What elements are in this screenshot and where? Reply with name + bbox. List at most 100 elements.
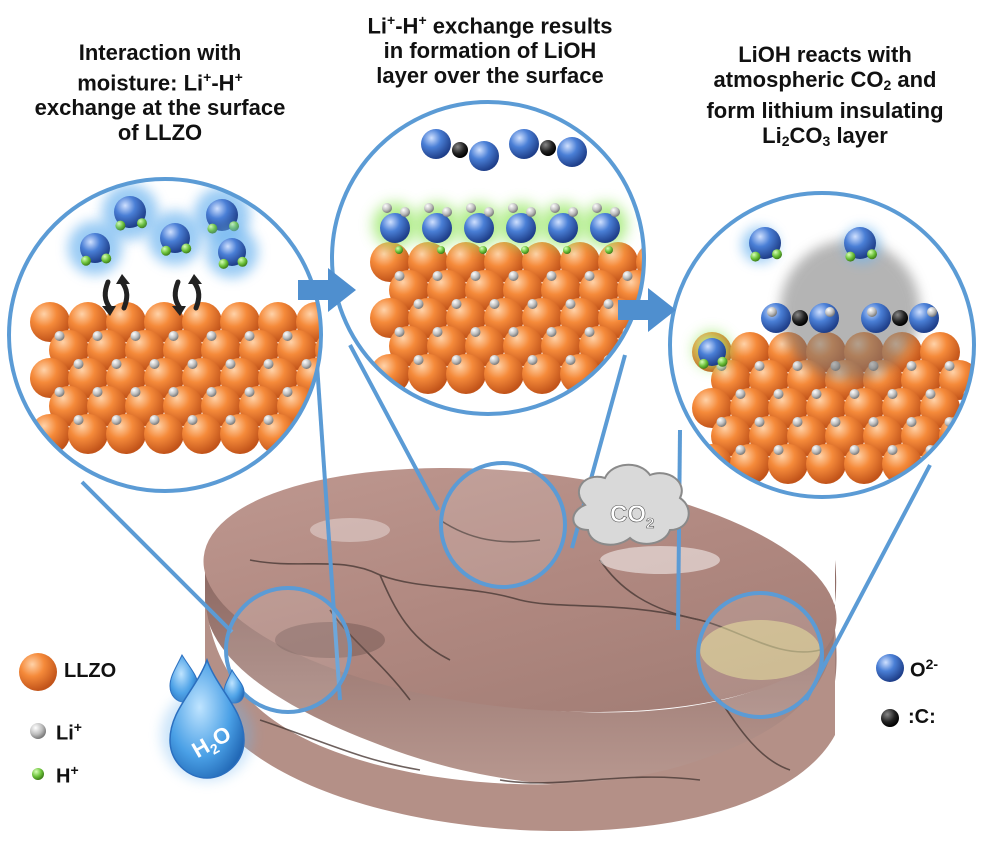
oxygen-atom	[380, 213, 410, 243]
li-ion	[849, 389, 860, 399]
li-ion	[168, 331, 179, 341]
hydrogen-atom	[717, 356, 728, 367]
t: CO	[789, 123, 823, 148]
li-ion	[792, 361, 803, 371]
li-ion	[792, 417, 803, 427]
t: H	[56, 765, 71, 788]
hydrogen-atom	[237, 256, 248, 267]
hydrogen-atom	[161, 245, 171, 256]
li-ion	[111, 415, 122, 425]
legend-h-label: H+	[56, 762, 79, 789]
arrow-step1-to-step2	[298, 268, 356, 312]
oxygen-atom	[548, 213, 578, 243]
li-ion	[225, 359, 236, 369]
li-ion	[466, 203, 476, 213]
li-ion	[187, 359, 198, 369]
li-ion	[825, 307, 835, 317]
t: 3	[822, 133, 831, 149]
t: 2	[883, 77, 892, 93]
li-ion	[661, 271, 671, 281]
li-ion	[301, 415, 312, 425]
li-ion	[111, 359, 122, 369]
li-ion	[944, 361, 955, 371]
li-ion	[149, 415, 160, 425]
t: +	[203, 69, 212, 85]
li-ion	[868, 417, 879, 427]
li-ion	[263, 359, 274, 369]
hydrogen-atom	[181, 243, 192, 254]
hydrogen-atom	[521, 246, 529, 254]
svg-text:CO2: CO2	[610, 501, 654, 532]
t: +	[234, 69, 243, 85]
li-ion	[92, 331, 103, 341]
li-ion	[206, 331, 217, 341]
hydrogen-atom	[845, 251, 856, 262]
llzo-atom	[296, 302, 321, 342]
zoom-circle-1	[7, 177, 323, 493]
li-ion	[773, 389, 784, 399]
legend-h-icon	[32, 768, 44, 780]
li-ion	[54, 331, 65, 341]
li-ion	[282, 387, 293, 397]
t: LLZO	[64, 660, 117, 682]
zoom-circle-2	[330, 100, 646, 416]
t: Li	[762, 123, 782, 148]
t: Li	[367, 13, 388, 39]
li-ion	[508, 327, 519, 337]
zoom-circle-2-atoms	[370, 129, 671, 394]
li-ion	[849, 445, 860, 455]
li-ion	[73, 415, 84, 425]
li-ion	[432, 271, 443, 281]
legend-c-label: :C:	[908, 706, 936, 729]
li-ion	[451, 355, 462, 365]
llzo-atom	[296, 414, 321, 454]
legend-li-label: Li+	[56, 719, 82, 746]
oxygen-atom	[844, 227, 876, 259]
t: 2	[781, 133, 790, 149]
li-ion	[432, 327, 443, 337]
li-ion	[773, 445, 784, 455]
oxygen-atom	[749, 227, 781, 259]
li-ion	[767, 307, 777, 317]
li-ion	[225, 415, 236, 425]
hydrogen-atom	[750, 251, 761, 262]
li-ion	[584, 271, 595, 281]
legend-atoms	[19, 653, 904, 780]
t: Li	[56, 722, 74, 745]
oxygen-atom	[557, 137, 587, 167]
oxygen-atom	[114, 196, 146, 228]
li-ion	[735, 389, 746, 399]
oxygen-atom	[809, 303, 839, 333]
t: exchange results	[426, 13, 613, 39]
li-ion	[442, 207, 452, 217]
li-ion	[546, 327, 557, 337]
co2-cloud-label: CO	[610, 501, 646, 528]
li-ion	[927, 307, 937, 317]
caption-step1-line3: exchange at the surface	[34, 95, 286, 121]
t: layer	[830, 123, 888, 148]
li-ion	[550, 203, 560, 213]
oxygen-atom	[469, 141, 499, 171]
t: and	[891, 67, 937, 92]
zoom-spot-3	[696, 591, 824, 719]
li-ion	[592, 203, 602, 213]
caption-step3-line3: form lithium insulating	[706, 98, 944, 123]
li-ion	[925, 389, 936, 399]
hydrogen-atom	[115, 220, 126, 231]
li-ion	[54, 387, 65, 397]
li-ion	[451, 299, 462, 309]
t: :C:	[908, 706, 936, 728]
li-ion	[565, 355, 576, 365]
li-ion	[73, 359, 84, 369]
caption-step2-line1: Li+-H+ exchange results	[335, 8, 645, 38]
caption-step3-line1: LiOH reacts with	[738, 42, 912, 67]
legend-o-icon	[876, 654, 904, 682]
hydrogen-atom	[207, 223, 218, 234]
li-ion	[963, 445, 974, 455]
oxygen-atom	[506, 213, 536, 243]
t: +	[387, 12, 396, 28]
li-ion	[716, 417, 727, 427]
hydrogen-atom	[218, 258, 229, 269]
legend-li-icon	[30, 723, 46, 739]
